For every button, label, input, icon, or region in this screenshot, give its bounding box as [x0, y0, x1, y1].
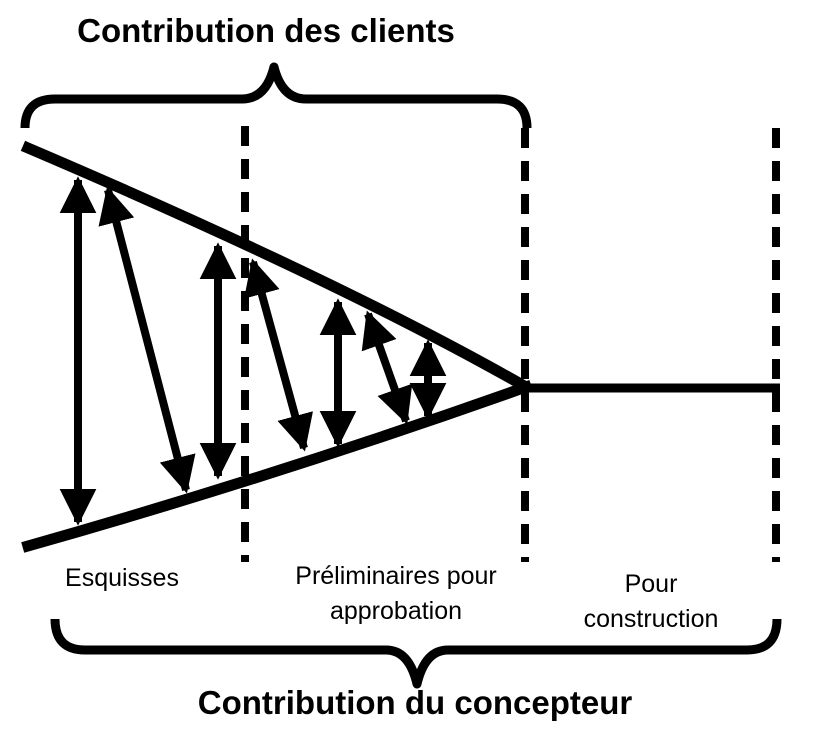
phase-label-line: approbation: [329, 597, 463, 625]
iteration-arrow-2: [98, 186, 196, 494]
phase-label-line: Pour: [624, 570, 678, 598]
iteration-arrow-4: [244, 258, 313, 452]
bottom-title: Contribution du concepteur: [197, 684, 633, 721]
funnel-bottom-line: [21, 379, 534, 553]
concepteur-brace-icon: [50, 618, 782, 689]
phase-label-pour-construction: Pour construction: [550, 567, 752, 637]
top-title: Contribution des clients: [77, 12, 455, 49]
phase-label-line: construction: [583, 605, 719, 633]
phase-label-preliminaires-approbation: Préliminaires pour approbation: [265, 559, 527, 629]
phase-label-line: Esquisses: [65, 564, 179, 592]
clients-brace-icon: [20, 62, 532, 129]
phase-label-line: Préliminaires pour: [295, 562, 497, 590]
iteration-arrow-6: [361, 310, 413, 425]
phase-label-esquisses: Esquisses: [22, 561, 222, 596]
